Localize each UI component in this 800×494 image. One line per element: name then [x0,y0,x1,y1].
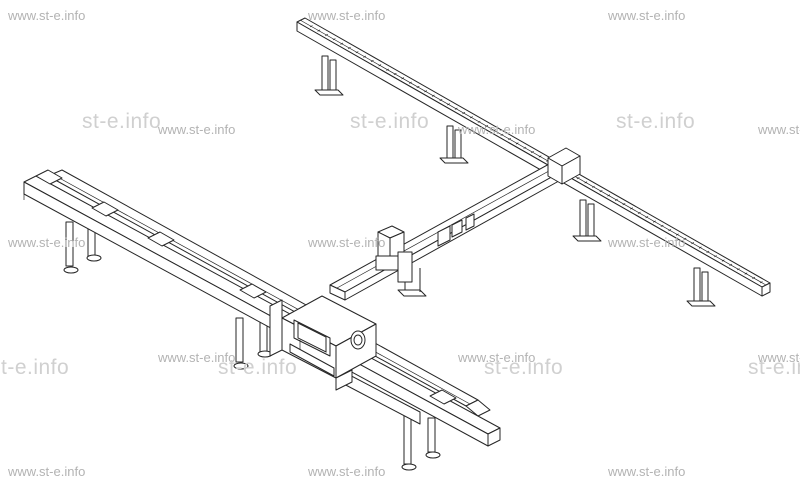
watermark-big-2: st-e.info [350,110,430,133]
watermark-small-8: www.st-e.info [308,235,386,250]
watermark-small-11: www.st-e.info [458,350,536,365]
back-rail [296,17,771,307]
watermark-small-15: www.st-e.info [608,464,686,479]
back-rail-leg-3 [572,199,602,242]
gantry-left-frame [269,299,353,391]
front-rail-leg-2 [233,317,273,370]
watermark-big-6: st-e.info [484,356,564,379]
front-rail-leg-3 [401,413,441,471]
watermark-small-4: www.st-e.info [158,122,236,137]
watermark-big-3: st-e.info [616,110,696,133]
watermark-small-14: www.st-e.info [308,464,386,479]
watermark-small-3: www.st-e.info [608,8,686,23]
cross-beam [329,147,581,301]
control-console [281,295,377,379]
watermark-small-10: www.st-e.info [158,350,236,365]
front-rail-leg-1 [63,221,102,274]
watermark-small-6: www.st-e.info [758,122,800,137]
watermark-small-5: www.st-e.info [458,122,536,137]
watermark-small-12: www.st-e.info [758,350,800,365]
watermark-big-7: st-e.info [748,356,800,379]
back-rail-leg-4 [686,267,716,307]
watermark-small-9: www.st-e.info [608,235,686,250]
watermark-small-13: www.st-e.info [8,464,86,479]
watermark-big-5: st-e.info [218,356,298,379]
back-rail-leg-1 [314,55,344,96]
front-rail [23,169,501,471]
torch-carriage [375,225,427,297]
control-screen [293,319,331,357]
back-rail-leg-2 [439,125,469,164]
watermark-small-1: www.st-e.info [8,8,86,23]
watermark-small-2: www.st-e.info [308,8,386,23]
watermark-small-7: www.st-e.info [8,235,86,250]
watermark-big-1: st-e.info [82,110,162,133]
watermark-big-4: st-e.info [0,356,70,379]
